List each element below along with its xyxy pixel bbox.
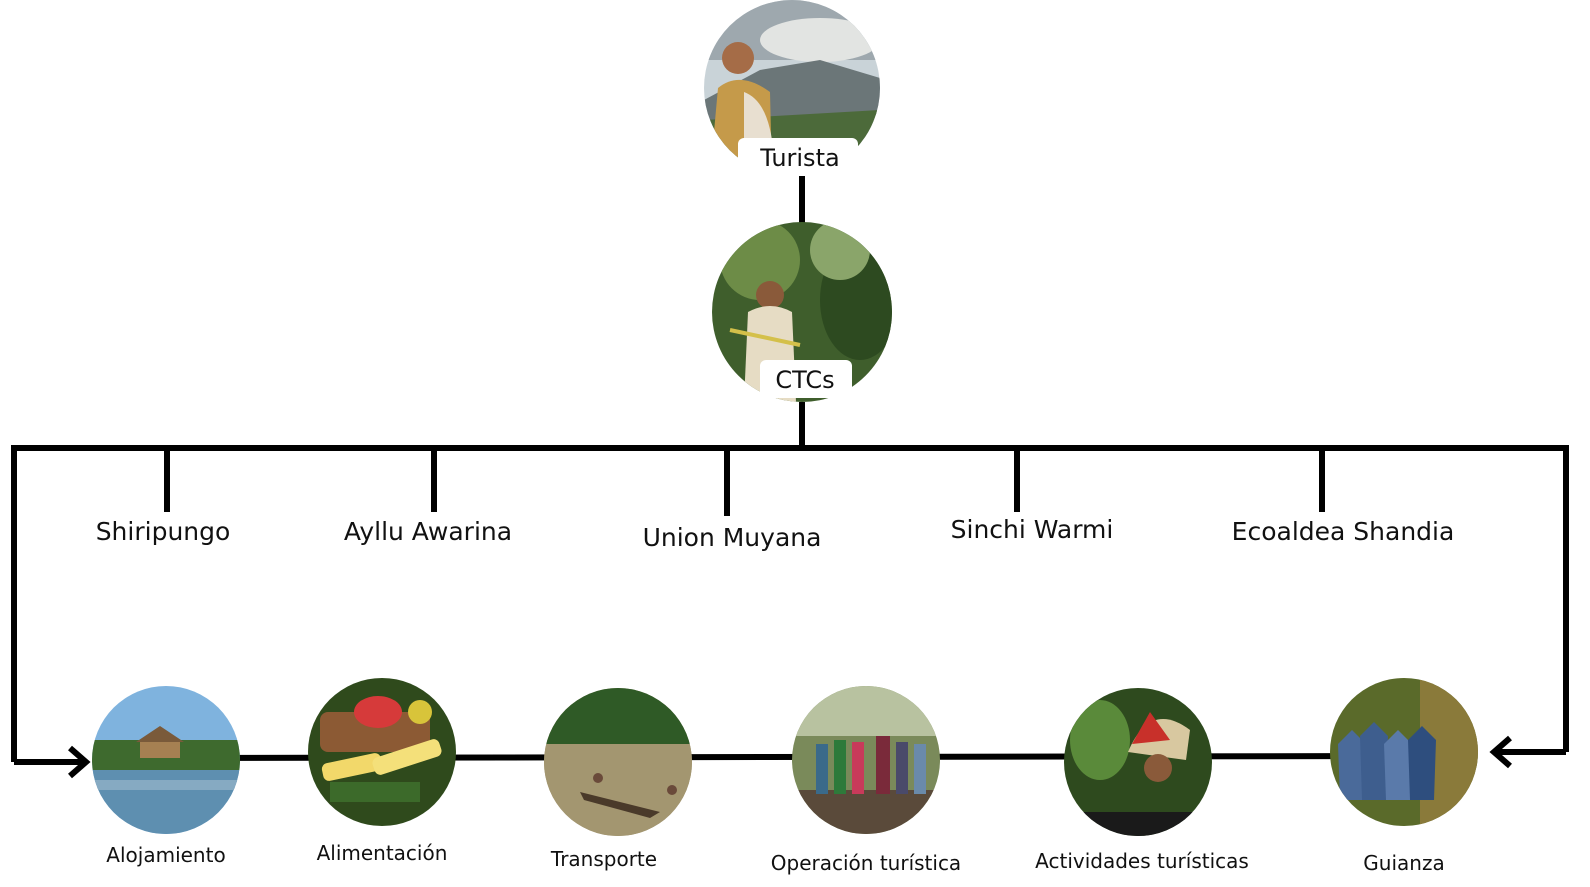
tourist-node: Turista xyxy=(704,0,880,176)
service-label: Guianza xyxy=(1363,851,1444,875)
community-label: Ecoaldea Shandia xyxy=(1232,517,1455,546)
canoe-photo-icon xyxy=(544,688,692,836)
service-label: Actividades turísticas xyxy=(1035,849,1249,873)
service-label: Transporte xyxy=(550,847,657,871)
service-label: Operación turística xyxy=(771,851,961,875)
community-label: Sinchi Warmi xyxy=(951,515,1114,544)
service-node-alimentacion: Alimentación xyxy=(308,678,456,865)
right-arrow-head-icon xyxy=(1489,735,1512,769)
group-photo-icon xyxy=(792,686,940,834)
service-node-guianza: Guianza xyxy=(1330,678,1478,875)
service-node-alojamiento: Alojamiento xyxy=(92,686,240,867)
service-label: Alimentación xyxy=(317,841,448,865)
service-node-actividades: Actividades turísticas xyxy=(1035,688,1249,873)
left-arrow-head-icon xyxy=(68,745,91,779)
community-label: Shiripungo xyxy=(96,517,231,546)
ctc-node: CTCs xyxy=(712,222,892,402)
service-node-operacion: Operación turística xyxy=(771,686,961,875)
community-label: Union Muyana xyxy=(643,523,822,552)
service-label: Alojamiento xyxy=(106,843,225,867)
guides-photo-icon xyxy=(1330,678,1478,826)
ctc-label-bg xyxy=(760,360,852,398)
service-node-transporte: Transporte xyxy=(544,688,692,871)
ctc-label: CTCs xyxy=(775,366,834,394)
horizontal-bus-line xyxy=(11,445,1569,762)
services: Alojamiento Alimentación xyxy=(92,678,1478,875)
food-photo-icon xyxy=(308,678,456,826)
headdress-photo-icon xyxy=(1064,688,1212,836)
communities: Shiripungo Ayllu Awarina Union Muyana Si… xyxy=(96,515,1455,552)
community-label: Ayllu Awarina xyxy=(344,517,512,546)
lodge-photo-icon xyxy=(92,686,240,834)
tourist-label-bg xyxy=(738,138,858,176)
tourist-label: Turista xyxy=(759,144,839,172)
